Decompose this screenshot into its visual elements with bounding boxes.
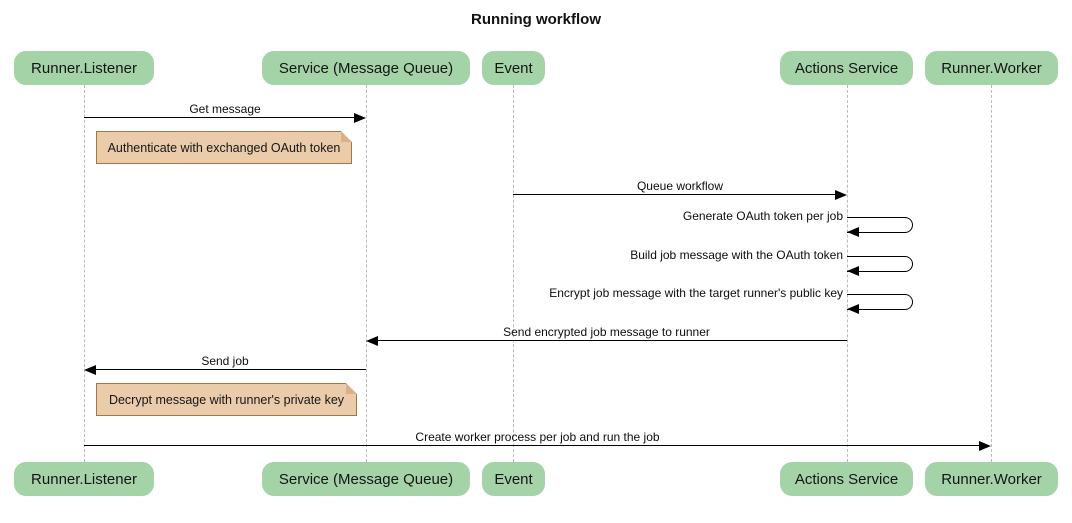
diagram-title: Running workflow (471, 11, 601, 28)
arrowhead-left-icon (366, 336, 378, 346)
self-message-loop (847, 294, 913, 310)
message-label-send-encrypted: Send encrypted job message to runner (503, 325, 710, 339)
message-arrow-queue-workflow (513, 194, 835, 195)
arrowhead-right-icon (354, 113, 366, 123)
participant-top-runner-listener: Runner.Listener (14, 51, 154, 85)
message-label-get-message: Get message (189, 102, 261, 116)
participant-bottom-actions-service: Actions Service (780, 462, 913, 496)
participant-top-runner-worker: Runner.Worker (925, 51, 1058, 85)
message-arrow-send-encrypted (378, 340, 847, 341)
note-decrypt: Decrypt message with runner's private ke… (96, 383, 357, 416)
lifeline-runner-listener (84, 85, 85, 462)
message-label-encrypt-job-message: Encrypt job message with the target runn… (549, 286, 843, 300)
message-label-build-job-message: Build job message with the OAuth token (630, 248, 843, 262)
participant-bottom-service-message-queue: Service (Message Queue) (262, 462, 470, 496)
arrowhead-left-icon (847, 304, 859, 314)
arrowhead-right-icon (835, 190, 847, 200)
self-message-loop (847, 256, 913, 272)
message-label-queue-workflow: Queue workflow (636, 179, 724, 193)
participant-top-actions-service: Actions Service (780, 51, 913, 85)
participant-bottom-event: Event (482, 462, 545, 496)
lifeline-runner-worker (991, 85, 992, 462)
arrowhead-right-icon (979, 441, 991, 451)
message-arrow-send-job (96, 369, 366, 370)
message-arrow-create-worker (84, 445, 979, 446)
participant-top-service-message-queue: Service (Message Queue) (262, 51, 470, 85)
participant-bottom-runner-listener: Runner.Listener (14, 462, 154, 496)
arrowhead-left-icon (84, 365, 96, 375)
lifeline-event (513, 85, 514, 462)
participant-bottom-runner-worker: Runner.Worker (925, 462, 1058, 496)
message-label-send-job: Send job (201, 354, 249, 368)
lifeline-service-message-queue (366, 85, 367, 462)
message-arrow-get-message (84, 117, 354, 118)
arrowhead-left-icon (847, 266, 859, 276)
note-authenticate: Authenticate with exchanged OAuth token (96, 131, 352, 164)
message-label-create-worker: Create worker process per job and run th… (415, 430, 660, 444)
message-label-generate-oauth-token: Generate OAuth token per job (682, 209, 843, 223)
self-message-loop (847, 217, 913, 233)
arrowhead-left-icon (847, 227, 859, 237)
participant-top-event: Event (482, 51, 545, 85)
